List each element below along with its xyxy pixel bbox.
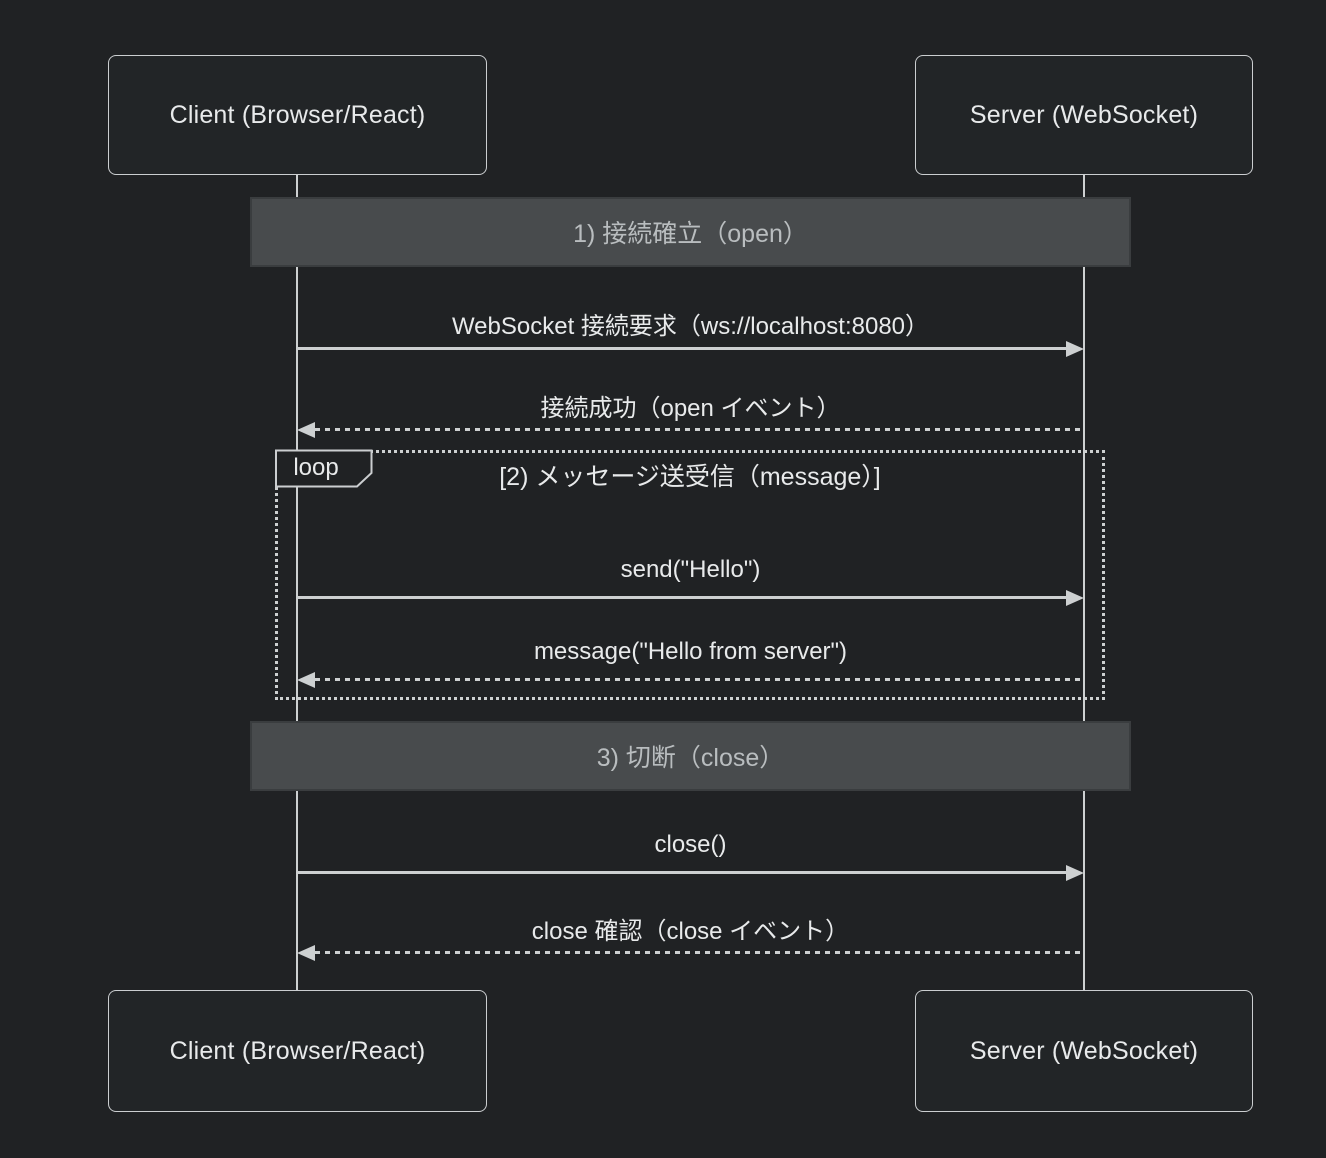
section-band-close: 3) 切断（close） bbox=[250, 721, 1131, 791]
actor-server-label: Server (WebSocket) bbox=[969, 1036, 1199, 1065]
actor-client-label: Client (Browser/React) bbox=[169, 100, 426, 129]
message-2-text: 接続成功（open イベント） bbox=[540, 395, 841, 422]
actor-server-bottom: Server (WebSocket) bbox=[915, 990, 1253, 1112]
actor-client-top: Client (Browser/React) bbox=[108, 55, 487, 175]
message-4-text: message("Hello from server") bbox=[533, 638, 848, 665]
message-3-line bbox=[297, 596, 1066, 599]
message-3-text: send("Hello") bbox=[620, 556, 761, 583]
arrowhead-left-icon bbox=[297, 422, 315, 438]
arrowhead-left-icon bbox=[297, 945, 315, 961]
arrowhead-right-icon bbox=[1066, 341, 1084, 357]
loop-label-shape bbox=[275, 449, 373, 488]
loop-label: loop bbox=[275, 449, 373, 488]
message-6-line bbox=[315, 951, 1084, 954]
section-band-open-label: 1) 接続確立（open） bbox=[573, 220, 808, 248]
actor-client-label: Client (Browser/React) bbox=[169, 1036, 426, 1065]
lifeline-server bbox=[1083, 175, 1085, 990]
message-2-line bbox=[315, 428, 1084, 431]
actor-server-label: Server (WebSocket) bbox=[969, 100, 1199, 129]
arrowhead-left-icon bbox=[297, 672, 315, 688]
message-1-text: WebSocket 接続要求（ws://localhost:8080） bbox=[451, 313, 930, 340]
actor-server-top: Server (WebSocket) bbox=[915, 55, 1253, 175]
message-5-line bbox=[297, 871, 1066, 874]
lifeline-client bbox=[296, 175, 298, 990]
arrowhead-right-icon bbox=[1066, 590, 1084, 606]
loop-frame bbox=[275, 450, 1105, 700]
message-6-text: close 確認（close イベント） bbox=[531, 918, 850, 945]
arrowhead-right-icon bbox=[1066, 865, 1084, 881]
section-band-open: 1) 接続確立（open） bbox=[250, 197, 1131, 267]
message-4-line bbox=[315, 678, 1084, 681]
actor-client-bottom: Client (Browser/React) bbox=[108, 990, 487, 1112]
message-1-line bbox=[297, 347, 1066, 350]
message-5-text: close() bbox=[654, 831, 727, 858]
loop-title: [2) メッセージ送受信（message）] bbox=[499, 463, 881, 491]
loop-keyword: loop bbox=[293, 453, 339, 481]
section-band-close-label: 3) 切断（close） bbox=[596, 744, 785, 772]
